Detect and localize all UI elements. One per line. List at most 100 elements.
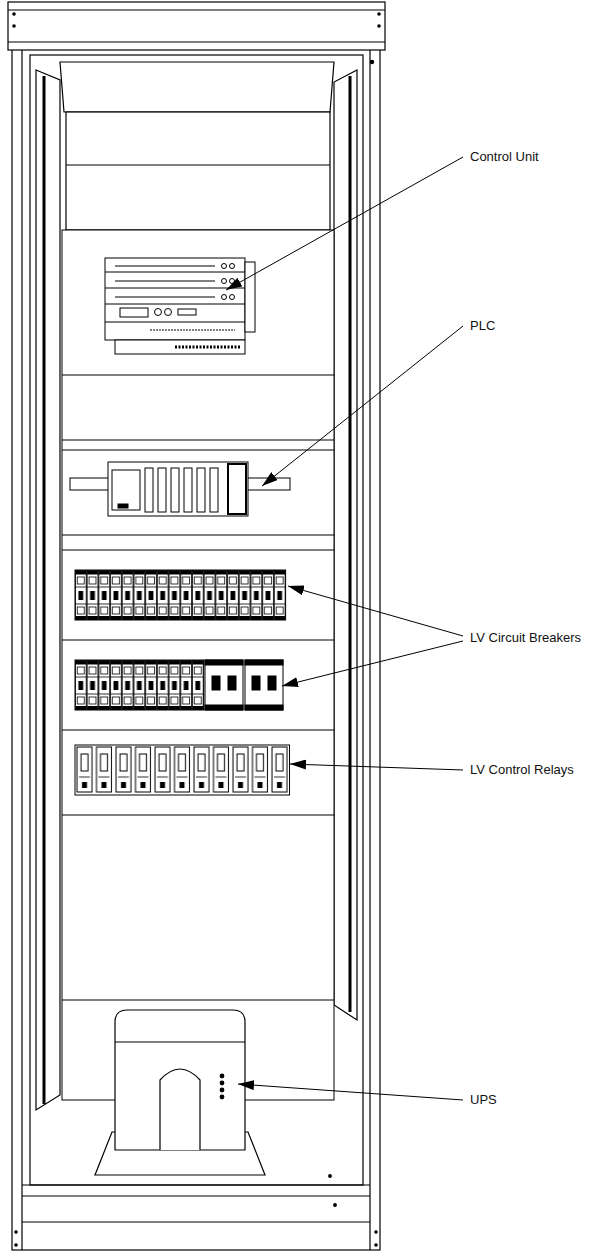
door-panels-part bbox=[66, 164, 330, 165]
control-unit-part bbox=[115, 297, 215, 298]
ups-part bbox=[115, 1010, 245, 1150]
door-panels bbox=[36, 62, 357, 1110]
plc-part bbox=[145, 468, 153, 512]
circuit-breakers-part bbox=[245, 660, 283, 710]
cabinet-frame-part bbox=[8, 41, 385, 42]
cabinet-plinth-part bbox=[22, 1221, 370, 1222]
frame-bolts-part bbox=[12, 24, 16, 28]
mounting-plate-part bbox=[62, 640, 334, 641]
door-panels-part bbox=[60, 62, 334, 112]
control-unit-part bbox=[178, 309, 196, 315]
leader-lines bbox=[226, 157, 463, 1100]
control-unit-part bbox=[105, 258, 245, 340]
circuit-breakers-part bbox=[252, 676, 260, 690]
ups bbox=[95, 1010, 265, 1175]
control-unit-part bbox=[155, 309, 162, 316]
ups-part bbox=[160, 1069, 200, 1150]
frame-bolts-part bbox=[377, 12, 381, 16]
mounting-plate-part bbox=[62, 535, 334, 536]
ups-part bbox=[220, 1074, 224, 1078]
mounting-plate-part bbox=[62, 375, 334, 376]
control-unit-part bbox=[222, 279, 227, 284]
frame-bolts-part bbox=[14, 1230, 18, 1234]
circuit-breakers-part bbox=[205, 660, 243, 665]
cabinet-plinth-part bbox=[329, 1175, 332, 1178]
plc-part bbox=[228, 464, 246, 514]
control-relays bbox=[75, 745, 290, 795]
part-label: LV Control Relays bbox=[470, 762, 574, 778]
control-unit-part bbox=[165, 309, 172, 316]
control-unit-part bbox=[230, 279, 235, 284]
ups-part bbox=[220, 1088, 224, 1092]
mounting-plate-part bbox=[62, 1000, 334, 1001]
control-unit-part bbox=[105, 304, 245, 305]
leader-lines-part bbox=[262, 326, 463, 486]
control-unit bbox=[105, 258, 255, 354]
leader-lines-part bbox=[238, 1084, 463, 1100]
control-unit-part bbox=[245, 262, 255, 332]
mounting-plate-part bbox=[62, 440, 334, 441]
control-unit-part bbox=[115, 281, 215, 282]
circuit-breakers-part bbox=[245, 660, 283, 665]
control-unit-part bbox=[105, 288, 245, 289]
cabinet-frame-part bbox=[8, 9, 385, 10]
cabinet-plinth-part bbox=[334, 1204, 337, 1207]
frame-bolts-part bbox=[374, 1230, 378, 1234]
control-unit-part bbox=[120, 308, 148, 317]
ups-part bbox=[220, 1095, 224, 1099]
door-panels-part bbox=[334, 70, 357, 1020]
cabinet-frame bbox=[8, 2, 385, 1250]
ups-part bbox=[115, 1041, 245, 1042]
plc-part bbox=[118, 504, 128, 508]
circuit-breakers-part bbox=[205, 705, 243, 710]
cabinet-frame-part bbox=[21, 48, 22, 1250]
control-unit-part bbox=[222, 264, 227, 269]
frame-bolts-part bbox=[14, 1243, 18, 1247]
control-unit-part bbox=[115, 340, 245, 354]
ups-part bbox=[220, 1081, 224, 1085]
frame-bolts-part bbox=[377, 24, 381, 28]
frame-bolts-part bbox=[12, 12, 16, 16]
cabinet-plinth-part bbox=[22, 1184, 370, 1185]
mounting-plate-part bbox=[62, 450, 334, 451]
control-unit-part bbox=[150, 330, 235, 331]
circuit-breakers-part bbox=[228, 676, 236, 690]
circuit-breakers bbox=[75, 570, 286, 710]
leader-lines-part bbox=[282, 641, 463, 686]
cabinet-frame-part bbox=[369, 48, 370, 1250]
mounting-plate-part bbox=[62, 550, 334, 551]
door-panels-part bbox=[43, 76, 46, 1104]
plc-part bbox=[184, 468, 192, 512]
part-label: Control Unit bbox=[470, 149, 539, 165]
plc-part bbox=[171, 468, 179, 512]
door-panels-part bbox=[66, 112, 330, 230]
control-unit-part bbox=[230, 264, 235, 269]
part-label: PLC bbox=[470, 318, 495, 334]
circuit-breakers-part bbox=[245, 705, 283, 710]
mounting-plate-part bbox=[62, 230, 334, 1100]
cabinet-frame-part bbox=[30, 55, 363, 1185]
leader-lines-part bbox=[226, 157, 463, 290]
frame-bolts bbox=[12, 12, 381, 1247]
plc-part bbox=[108, 462, 248, 516]
leader-lines-part bbox=[290, 764, 463, 770]
mounting-plate bbox=[62, 230, 334, 1100]
control-relays-part bbox=[75, 745, 290, 795]
control-unit-part bbox=[222, 295, 227, 300]
control-unit-part bbox=[105, 272, 245, 273]
cabinet-frame-part bbox=[12, 48, 380, 1250]
part-label: LV Circuit Breakers bbox=[470, 630, 581, 646]
circuit-breakers-part bbox=[205, 660, 243, 710]
plc-part bbox=[210, 468, 218, 512]
frame-bolts-part bbox=[370, 60, 374, 64]
control-unit-part bbox=[115, 266, 215, 267]
cabinet-frame-part bbox=[8, 2, 385, 50]
circuit-breakers-part bbox=[75, 660, 204, 710]
circuit-breakers-part bbox=[268, 676, 276, 690]
cabinet-plinth bbox=[22, 1175, 370, 1222]
leader-lines-part bbox=[288, 586, 463, 636]
door-panels-part bbox=[36, 70, 60, 1110]
mounting-plate-part bbox=[62, 815, 334, 816]
